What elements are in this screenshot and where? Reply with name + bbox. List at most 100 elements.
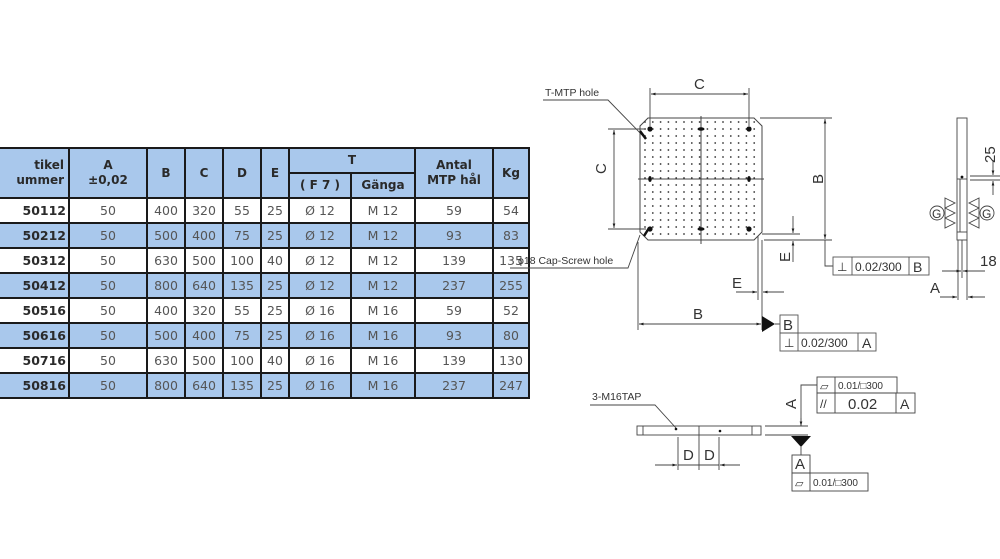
datum-a-label: A: [795, 456, 805, 473]
cell-kg: 80: [492, 322, 530, 349]
parallel-symbol: //: [820, 397, 827, 411]
flat-top-symbol: ▱: [820, 381, 829, 393]
mtp-hole-dot: [714, 121, 717, 123]
mtp-hole-dot: [753, 233, 756, 235]
mtp-hole-dot: [651, 170, 654, 172]
mtp-hole-dot: [683, 177, 685, 179]
cell-d: 55: [222, 197, 262, 224]
flat-top-value: 0.01/□300: [838, 381, 883, 392]
grind-circle-right: [979, 205, 995, 221]
mtp-hole-dot: [690, 226, 693, 228]
mtp-hole-dot: [729, 226, 732, 228]
mtp-hole-dot: [644, 121, 646, 123]
t-mtp-hole: [648, 176, 652, 182]
mtp-hole-dot: [706, 163, 709, 165]
mtp-hole-dot: [714, 170, 717, 172]
mtp-hole-dot: [714, 233, 717, 235]
mtp-hole-dot: [737, 219, 740, 221]
mtp-hole-dot: [753, 219, 756, 221]
mtp-hole-dot: [737, 177, 740, 179]
mtp-hole-dot: [698, 177, 701, 179]
cell-f7: Ø 12: [288, 247, 352, 274]
mtp-hole-dot: [698, 163, 701, 165]
mtp-hole-dot: [667, 121, 670, 123]
mtp-hole-dot: [745, 177, 748, 179]
mtp-hole-dot: [690, 177, 693, 179]
cell-c: 320: [184, 297, 224, 324]
mtp-hole-dot: [722, 170, 724, 172]
parallel-leader: [800, 384, 817, 425]
mtp-hole-dot: [753, 128, 756, 130]
mtp-hole-dot: [753, 184, 756, 186]
mtp-hole-dot: [690, 128, 693, 130]
mtp-hole-dot: [722, 219, 724, 221]
perp-b-symbol: ⊥: [837, 260, 847, 274]
specification-table: tikel ummer A ±0,02 B C D E T Antal MTP …: [0, 147, 530, 399]
mtp-hole-dot: [698, 184, 701, 186]
dim-c-top-label: C: [694, 76, 705, 93]
mtp-hole-dot: [659, 121, 662, 123]
mtp-hole-dot: [644, 170, 646, 172]
cell-f7: Ø 12: [288, 222, 352, 249]
grind-triangles-right: [967, 197, 980, 229]
dim-e-right-label: E: [777, 252, 794, 262]
plate-outline: [639, 117, 763, 241]
mtp-hole-dot: [722, 149, 724, 151]
cell-ganga: M 16: [350, 322, 416, 349]
mtp-hole-dot: [729, 198, 732, 200]
mtp-hole-dot: [737, 156, 740, 158]
header-d: D: [222, 147, 262, 199]
perp-a-value: 0.02/300: [801, 336, 848, 350]
flat-bottom-value: 0.01/□300: [813, 478, 858, 489]
mtp-hole-dot: [683, 226, 685, 228]
mtp-hole-dot: [667, 170, 670, 172]
mtp-hole-dot: [729, 135, 732, 137]
mtp-hole-dot: [659, 205, 662, 207]
cell-a: 50: [68, 372, 148, 399]
mtp-hole-dot: [753, 198, 756, 200]
mtp-hole-dot: [722, 177, 724, 179]
mtp-hole-dot: [644, 149, 646, 151]
mtp-hole-dot: [659, 128, 662, 130]
dim-25-label: 25: [982, 146, 999, 163]
header-a-line2: ±0,02: [88, 173, 128, 187]
mtp-hole-dot: [706, 191, 709, 193]
mtp-hole-dot: [753, 163, 756, 165]
cell-f7: Ø 16: [288, 322, 352, 349]
mtp-hole-dot: [714, 198, 717, 200]
t-mtp-hole: [697, 227, 705, 231]
mtp-hole-dot: [745, 170, 748, 172]
mtp-hole-dot: [706, 198, 709, 200]
mtp-hole-dot: [675, 198, 678, 200]
cap-screw-leader: [510, 234, 641, 269]
cell-mtp: 237: [414, 272, 494, 299]
mtp-hole-dot: [690, 191, 693, 193]
cell-article: 50312: [0, 247, 70, 274]
cell-f7: Ø 16: [288, 297, 352, 324]
mtp-hole-dot: [683, 121, 685, 123]
cell-ganga: M 16: [350, 297, 416, 324]
mtp-hole-dot: [651, 219, 654, 221]
cell-b: 500: [146, 322, 186, 349]
mtp-hole-dot: [690, 205, 693, 207]
mtp-hole-dot: [753, 205, 756, 207]
tap-hole: [718, 429, 722, 433]
mtp-hole-dot: [737, 212, 740, 214]
mtp-hole-dot: [659, 219, 662, 221]
mtp-hole-dot: [690, 135, 693, 137]
mtp-hole-dot: [753, 142, 756, 144]
mtp-hole-dot: [667, 191, 670, 193]
mtp-hole-dot: [706, 219, 709, 221]
cell-ganga: M 16: [350, 372, 416, 399]
mtp-hole-dot: [714, 156, 717, 158]
mtp-hole-dot: [737, 135, 740, 137]
mtp-hole-dot: [651, 191, 654, 193]
mtp-hole-dot: [683, 149, 685, 151]
mtp-hole-dot: [651, 121, 654, 123]
mtp-hole-dot: [753, 226, 756, 228]
cell-f7: Ø 16: [288, 372, 352, 399]
mtp-hole-dot: [659, 184, 662, 186]
cell-e: 25: [260, 222, 290, 249]
